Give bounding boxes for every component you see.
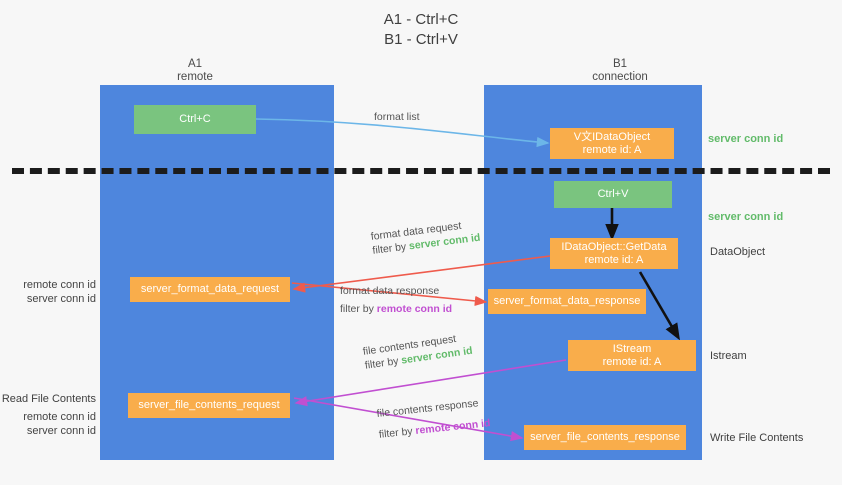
filter-prefix: filter by — [364, 354, 403, 372]
filter-prefix: filter by — [371, 240, 410, 257]
annotation-remote-conn-id-2: remote conn id — [23, 411, 96, 423]
filter-prefix: filter by — [378, 425, 417, 441]
column-header-a1: A1 remote — [120, 58, 270, 84]
node-ctrl-v-label: Ctrl+V — [597, 188, 629, 200]
annotation-left-conn-ids-2: remote conn id server conn id — [0, 410, 96, 438]
column-header-b1-name: B1 — [612, 58, 628, 70]
edge-label-format-list: format list — [374, 111, 420, 123]
edge-label-file-contents-response: file contents response filter by remote … — [376, 395, 491, 442]
node-istream-line2: remote id: A — [602, 355, 662, 368]
divider-line — [12, 168, 830, 174]
title-line-2: B1 - Ctrl+V — [384, 31, 458, 48]
node-idataobject-line1: V文IDataObject — [573, 130, 651, 143]
filter-value: remote conn id — [414, 417, 491, 437]
node-getdata-line2: remote id: A — [584, 253, 644, 266]
node-server-file-contents-response-label: server_file_contents_response — [530, 431, 680, 443]
annotation-istream: Istream — [710, 350, 747, 362]
annotation-write-file-contents: Write File Contents — [710, 432, 804, 444]
title-line-1: A1 - Ctrl+C — [383, 11, 459, 28]
node-ctrl-v[interactable]: Ctrl+V — [554, 181, 672, 208]
node-ctrl-c-label: Ctrl+C — [179, 113, 211, 125]
node-server-format-data-response-label: server_format_data_response — [493, 295, 641, 307]
filter-prefix: filter by — [340, 303, 377, 315]
annotation-dataobject: DataObject — [710, 246, 766, 258]
annotation-server-conn-id-1: server conn id — [26, 293, 96, 305]
node-idataobject-line2: remote id: A — [582, 143, 642, 156]
column-header-a1-sub: remote — [177, 71, 213, 83]
edge-label-format-data-response-filter: filter by remote conn id — [340, 302, 452, 316]
edge-label-file-contents-request: file contents request filter by server c… — [362, 330, 473, 373]
node-server-file-contents-request[interactable]: server_file_contents_request — [128, 393, 290, 418]
node-server-format-data-request-label: server_format_data_request — [140, 283, 280, 295]
edge-label-format-data-request: format data request filter by server con… — [370, 217, 481, 258]
annotation-left-conn-ids-1: remote conn id server conn id — [0, 278, 96, 306]
node-server-file-contents-response[interactable]: server_file_contents_response — [524, 425, 686, 450]
annotation-server-conn-id-top: server conn id — [708, 133, 784, 145]
node-idataobject[interactable]: V文IDataObject remote id: A — [550, 128, 674, 159]
node-getdata[interactable]: IDataObject::GetData remote id: A — [550, 238, 678, 269]
annotation-server-conn-id-2: server conn id — [26, 425, 96, 437]
node-istream-line1: IStream — [612, 342, 652, 355]
edge-label-format-data-response: format data response filter by remote co… — [340, 284, 452, 316]
page-title: A1 - Ctrl+C B1 - Ctrl+V — [0, 10, 842, 50]
node-server-format-data-response[interactable]: server_format_data_response — [488, 289, 646, 314]
node-istream[interactable]: IStream remote id: A — [568, 340, 696, 371]
column-header-a1-name: A1 — [187, 58, 203, 70]
annotation-remote-conn-id-1: remote conn id — [23, 279, 96, 291]
column-header-b1-sub: connection — [592, 71, 648, 83]
node-server-format-data-request[interactable]: server_format_data_request — [130, 277, 290, 302]
node-server-file-contents-request-label: server_file_contents_request — [138, 399, 280, 411]
annotation-server-conn-id-mid: server conn id — [708, 211, 784, 223]
annotation-read-file-contents: Read File Contents — [1, 393, 96, 405]
edge-label-format-data-response-line1: format data response — [340, 285, 440, 297]
edge-label-file-contents-response-filter: filter by remote conn id — [378, 416, 491, 442]
column-header-b1: B1 connection — [520, 58, 720, 84]
node-getdata-line1: IDataObject::GetData — [561, 240, 667, 253]
filter-value: remote conn id — [376, 303, 453, 315]
node-ctrl-c[interactable]: Ctrl+C — [134, 105, 256, 134]
